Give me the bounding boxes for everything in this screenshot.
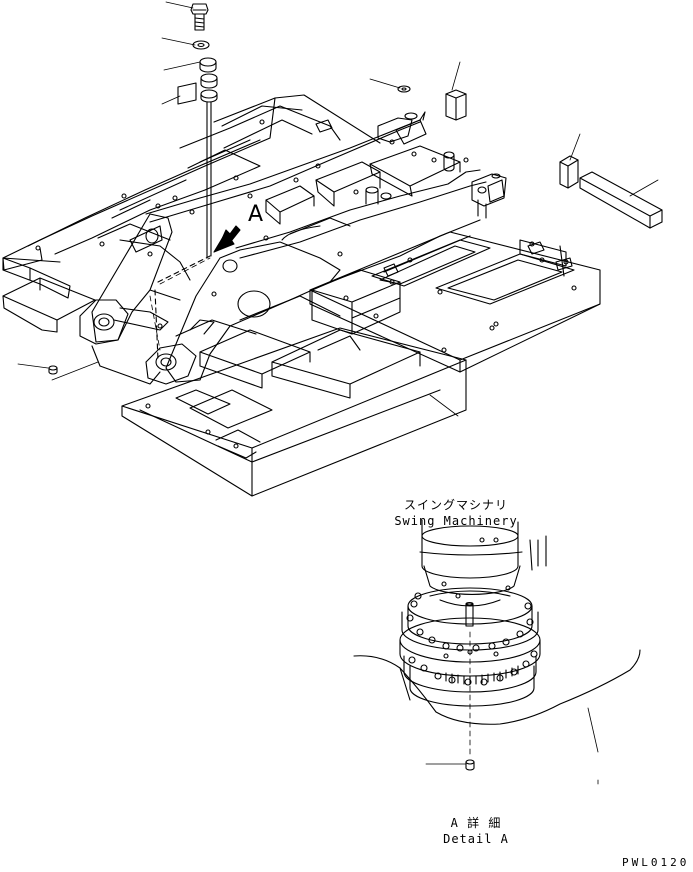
view-arrow-A [213,225,241,253]
leader-lines-top [17,1,659,417]
plug-left [48,365,58,375]
view-arrow-label: A [248,202,264,227]
drawing-code-label: PWL0120 [622,856,690,869]
detail-a-en-label: Detail A [443,832,509,846]
exploded-bolt-stack [177,3,218,259]
gear-teeth [445,665,519,685]
bolt-holes [35,119,577,449]
detail-a-jp-label: A 詳 細 [450,816,502,830]
detail-a-swing-machinery [353,519,641,785]
revolving-frame [2,94,601,497]
stopper-blocks [397,85,663,229]
swing-machinery-en-label: Swing Machinery [394,514,518,528]
swing-machinery-jp-label: スイングマシナリ [403,498,509,512]
